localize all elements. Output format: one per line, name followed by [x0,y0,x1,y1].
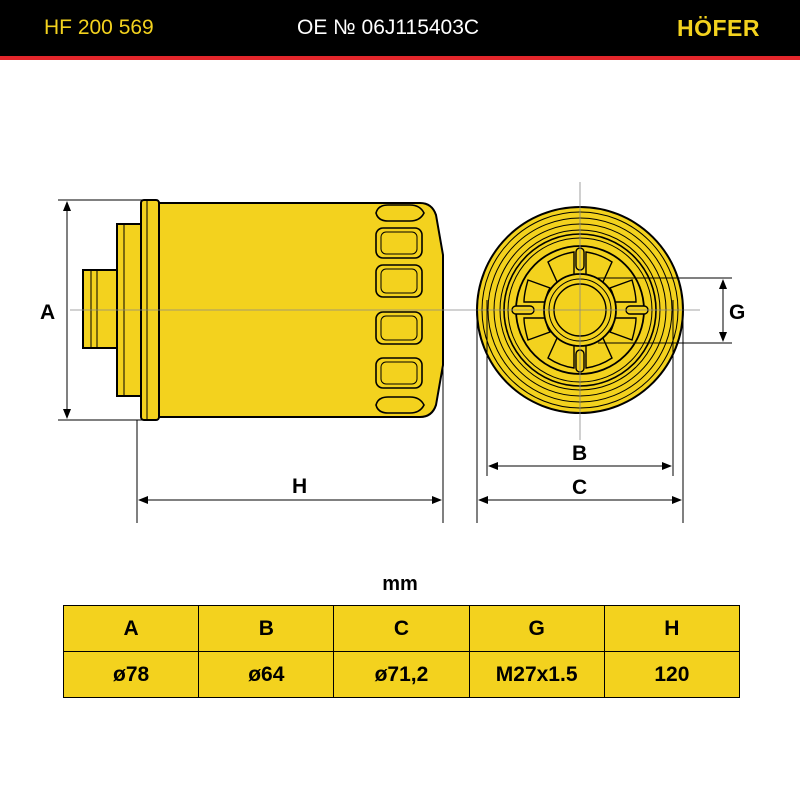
table-header-cell: A [62,605,200,652]
table-value-row: ø78 ø64 ø71,2 M27x1.5 120 [62,651,741,698]
dimension-label-a: A [40,301,55,324]
table-value-cell: ø78 [62,651,200,698]
table-value-cell: 120 [603,651,741,698]
table-value-cell: ø64 [198,651,335,698]
brand-logo: HÖFER [677,15,760,41]
header-bar [0,0,800,56]
technical-drawing: A H B C G [40,182,745,523]
dimension-label-h: H [292,475,307,498]
table-value-cell: ø71,2 [333,651,470,698]
header-accent-stripe [0,56,800,60]
dimension-lines [58,199,732,523]
dimensions-table: A B C G H ø78 ø64 ø71,2 M27x1.5 120 [62,605,741,698]
table-header-cell: B [198,605,335,652]
unit-label: mm [382,573,418,595]
table-header-cell: H [603,605,741,652]
table-header-cell: G [468,605,605,652]
dimension-arrows [63,201,727,504]
table-header-row: A B C G H [62,605,741,652]
dimension-label-b: B [572,442,587,465]
dimension-label-c: C [572,476,587,499]
part-number: HF 200 569 [44,16,154,39]
dimension-label-g: G [729,301,745,324]
table-header-cell: C [333,605,470,652]
table-value-cell: M27x1.5 [468,651,605,698]
oe-number: OE № 06J115403C [297,16,480,39]
